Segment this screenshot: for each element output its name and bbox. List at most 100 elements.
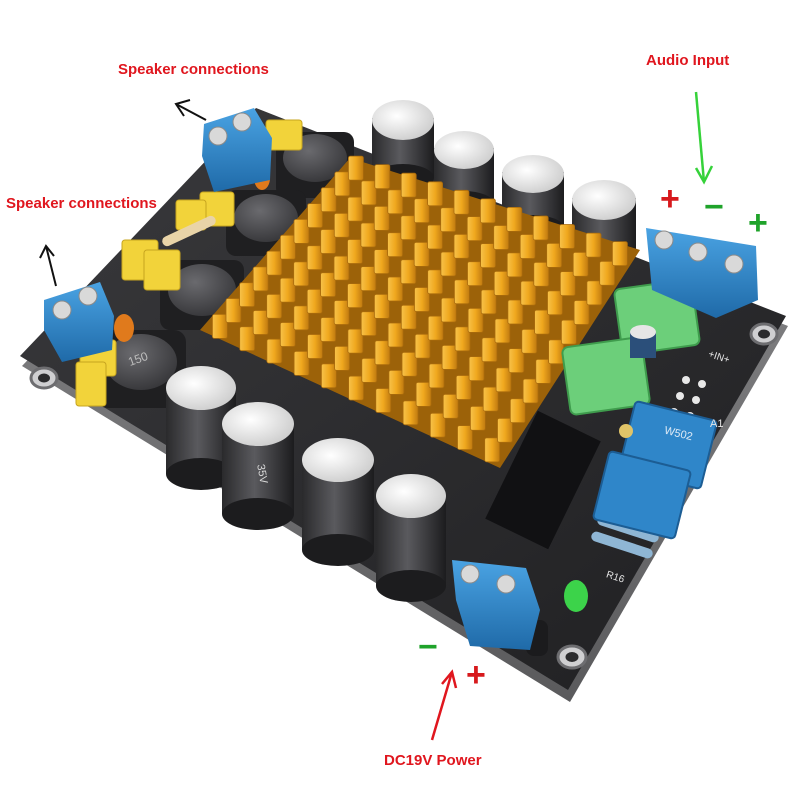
arrow-dc-power [430, 669, 458, 741]
arrow-speaker-top [174, 99, 207, 121]
heatsink-fin [442, 393, 459, 419]
heatsink-fin [400, 304, 417, 330]
heatsink-fin [360, 266, 377, 292]
heatsink-fin [239, 326, 256, 352]
heatsink-fin [453, 233, 470, 259]
heatsink-fin [585, 232, 602, 258]
header-marking: A1 [710, 418, 724, 430]
heatsink-fin [484, 437, 501, 463]
heatsink-fin [572, 251, 589, 277]
heatsink-fin [413, 198, 430, 224]
speaker-terminal-top [202, 108, 272, 192]
heatsink-fin [279, 322, 296, 347]
audio-plus-right-sign: + [748, 204, 768, 242]
heatsink-fin [387, 232, 404, 258]
heatsink-fin [440, 297, 457, 323]
audio-plus-left-sign: + [660, 180, 680, 218]
heatsink-fin [360, 180, 377, 206]
speaker-terminal-left [44, 282, 114, 362]
heatsink-fin [414, 333, 431, 359]
heatsink-fin [347, 328, 364, 354]
heatsink-fin [400, 172, 417, 198]
heatsink-fin [252, 310, 269, 335]
heatsink-fin [441, 344, 458, 370]
heatsink-fin [375, 388, 392, 413]
heatsink-fin [481, 337, 498, 363]
heatsink-fin [360, 311, 377, 337]
heatsink-fin [519, 234, 536, 259]
heatsink-fin [468, 356, 485, 382]
label-speaker-top: Speaker connections [118, 61, 269, 78]
heatsink-fin [612, 241, 628, 267]
heatsink-fin [333, 300, 350, 325]
heatsink-fin [573, 300, 590, 325]
heatsink-fin [360, 222, 377, 248]
heatsink-fin [429, 412, 446, 438]
heatsink-fin [561, 319, 577, 345]
heatsink-fin [293, 305, 310, 331]
power-minus-sign: − [418, 628, 438, 666]
heatsink-fin [320, 272, 337, 298]
label-audio-input: Audio Input [646, 52, 730, 69]
heatsink-fin [413, 241, 430, 267]
heatsink-fin [306, 288, 323, 314]
heatsink-fin [494, 318, 511, 344]
heatsink-fin [373, 205, 390, 231]
arrow-speaker-left [39, 244, 57, 287]
heatsink-fin [387, 322, 404, 348]
heatsink-fin [347, 196, 364, 222]
heatsink-fin [454, 326, 471, 352]
heatsink-fin [508, 348, 525, 374]
heatsink-fin [506, 252, 523, 278]
heatsink-fin [211, 313, 228, 339]
heatsink-fin [293, 261, 310, 287]
heatsink-fin [400, 215, 417, 241]
heatsink-fin [307, 334, 323, 359]
arrow-audio-input [694, 91, 714, 185]
heatsink-fin [361, 357, 378, 383]
heatsink-fin [493, 270, 510, 296]
heatsink-fin [493, 225, 510, 250]
heatsink-fin [347, 283, 363, 309]
heatsink-fin [307, 203, 324, 229]
heatsink-fin [534, 309, 550, 335]
heatsink-fin [521, 328, 538, 354]
heatsink-fin [482, 386, 499, 412]
heatsink-fin [427, 269, 444, 295]
heatsink-fin [427, 224, 443, 250]
heatsink-fin [266, 293, 283, 319]
heatsink-fin [453, 279, 470, 305]
audio-minus-sign: − [704, 188, 724, 226]
heatsink-fin [400, 259, 417, 285]
heatsink-fin [480, 289, 497, 315]
heatsink-fin [415, 381, 432, 407]
heatsink-fin [266, 250, 283, 276]
heatsink-fin [532, 215, 549, 241]
heatsink-fin [440, 251, 457, 277]
heatsink-fin [509, 398, 526, 424]
heatsink-fin [586, 280, 603, 306]
power-plus-sign: + [466, 656, 486, 694]
heatsink-fin [239, 282, 256, 308]
heatsink-fin [559, 271, 576, 297]
heatsink-fin [347, 239, 363, 264]
heatsink-fin [334, 171, 351, 197]
heatsink-fin [520, 280, 537, 306]
power-terminal [452, 560, 540, 650]
heatsink-fin [252, 266, 269, 292]
heatsink-fin [440, 207, 457, 233]
heatsink-fin [546, 242, 563, 268]
heatsink-fin [547, 290, 563, 316]
heatsink-fin [522, 378, 539, 404]
heatsink-fin [414, 287, 430, 312]
heatsink-fin [427, 181, 444, 207]
heatsink-fin [467, 261, 483, 287]
heatsink-fin [467, 307, 484, 333]
heatsink-fin [320, 363, 337, 389]
heatsink-fin [479, 198, 496, 224]
heatsink-fin [469, 405, 486, 431]
heatsink-fin [306, 245, 323, 271]
heatsink-fin [293, 350, 310, 376]
heatsink-fin [402, 400, 419, 426]
